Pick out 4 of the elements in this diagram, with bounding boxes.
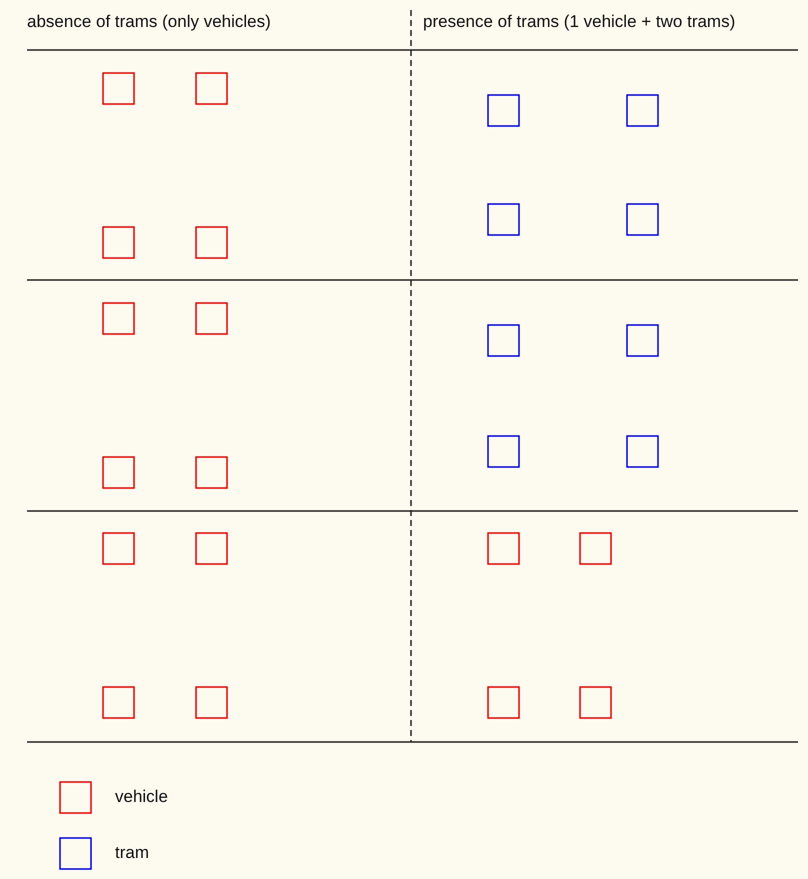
column-header: absence of trams (only vehicles) [27, 12, 271, 32]
legend-label: vehicle [115, 787, 168, 807]
legend-label: tram [115, 843, 149, 863]
column-header: presence of trams (1 vehicle + two trams) [423, 12, 736, 32]
